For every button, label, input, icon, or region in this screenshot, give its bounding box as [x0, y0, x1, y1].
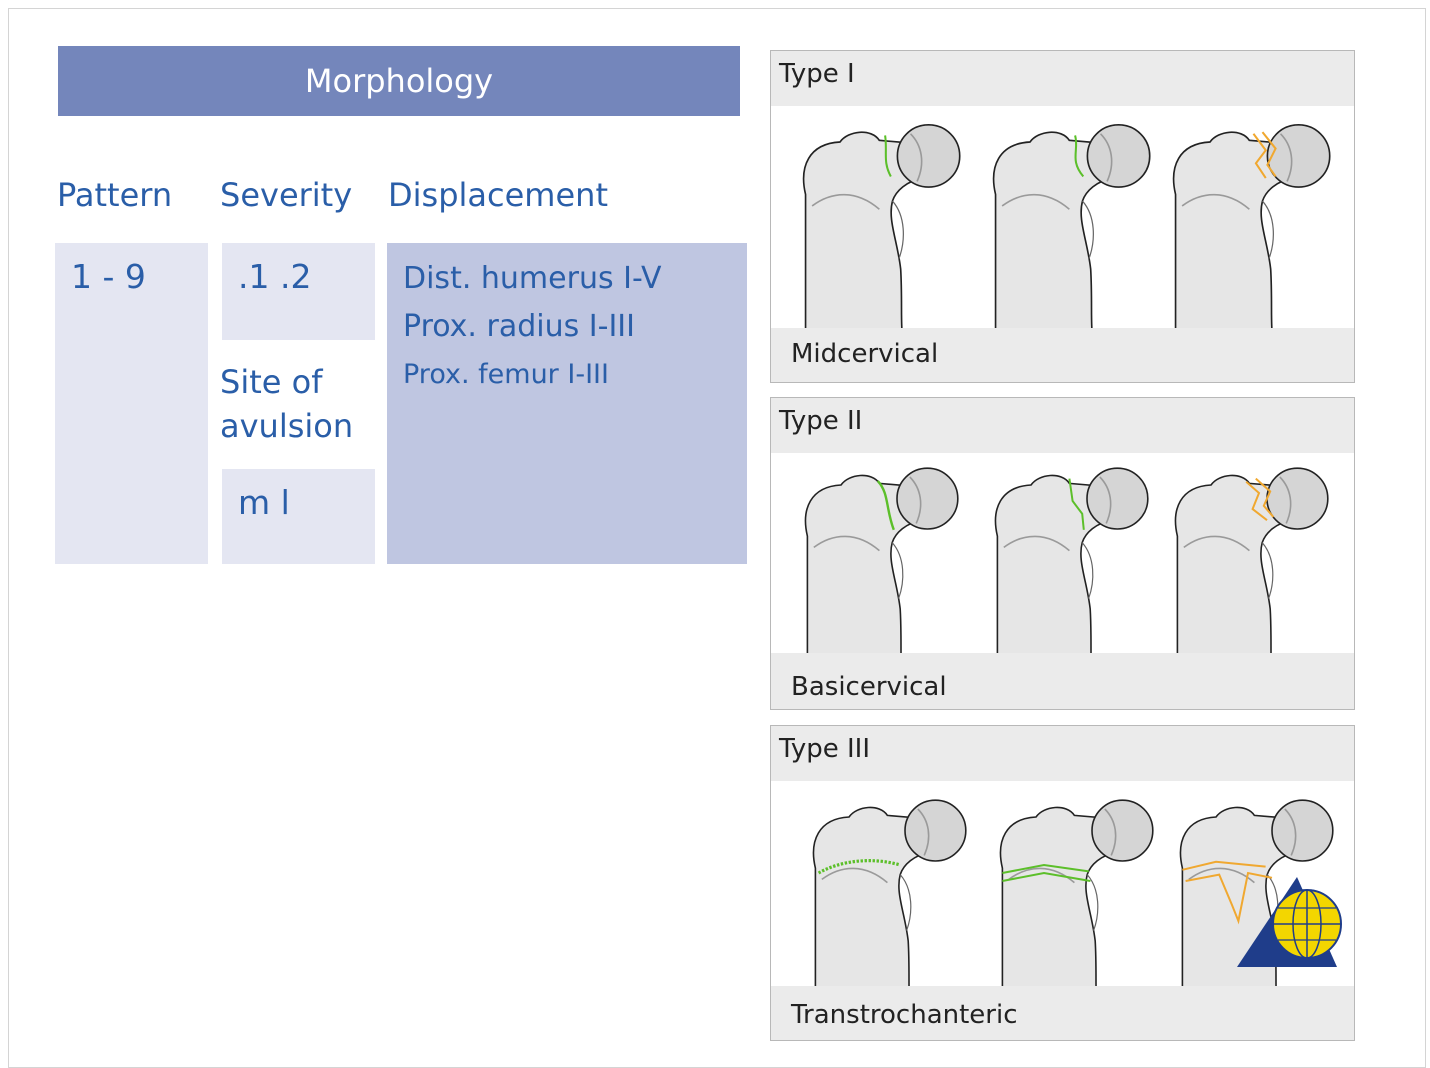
morphology-title: Morphology [305, 62, 493, 100]
femur-bone-icon [1176, 468, 1328, 653]
displacement-item: Dist. humerus I-V [403, 255, 662, 303]
displacement-column-header: Displacement [388, 176, 608, 214]
type-ii-illustration [771, 453, 1354, 653]
pattern-value: 1 - 9 [55, 243, 208, 296]
site-of-avulsion-label: Site of avulsion [220, 360, 353, 448]
type-iii-label: Transtrochanteric [791, 1000, 1018, 1030]
site-of-avulsion-line-2: avulsion [220, 404, 353, 448]
femur-bone-icon [996, 468, 1148, 653]
femur-bone-icon [1001, 800, 1153, 986]
site-of-avulsion-line-1: Site of [220, 360, 353, 404]
displacement-list: Dist. humerus I-V Prox. radius I-III Pro… [403, 255, 662, 399]
type-ii-title: Type II [779, 406, 862, 436]
femur-bone-icon [806, 468, 958, 653]
type-iii-title: Type III [779, 734, 870, 764]
morphology-header: Morphology [58, 46, 740, 116]
displacement-item: Prox. femur I-III [403, 351, 662, 399]
type-i-panel: Type I Midcervical [770, 50, 1355, 383]
displacement-item: Prox. radius I-III [403, 303, 662, 351]
type-i-illustration [771, 106, 1354, 328]
femur-bone-icon [804, 125, 960, 328]
site-value: m l [222, 469, 375, 522]
type-i-title: Type I [779, 59, 855, 89]
type-iii-illustration [771, 781, 1354, 986]
femur-bone-icon [1174, 125, 1330, 328]
severity-value: .1 .2 [222, 243, 375, 296]
pattern-column-header: Pattern [57, 176, 172, 214]
type-ii-panel: Type II Basicervical [770, 397, 1355, 710]
site-box: m l [222, 469, 375, 564]
severity-column-header: Severity [220, 176, 352, 214]
type-ii-label: Basicervical [791, 672, 947, 702]
pattern-box: 1 - 9 [55, 243, 208, 564]
type-i-label: Midcervical [791, 339, 938, 369]
femur-bone-icon [814, 800, 966, 986]
severity-box: .1 .2 [222, 243, 375, 340]
femur-bone-icon [994, 125, 1150, 328]
type-iii-panel: Type III [770, 725, 1355, 1041]
